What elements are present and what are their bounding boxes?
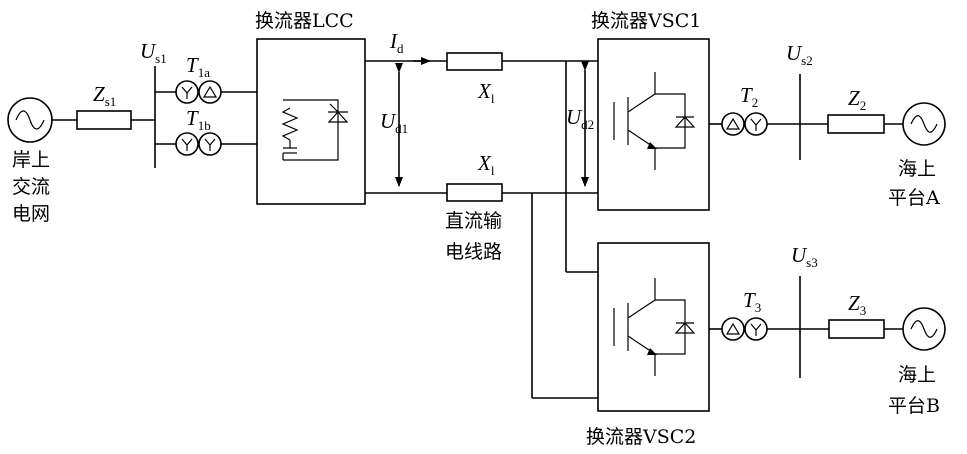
platform-a-label-2: 平台A — [888, 187, 940, 209]
label-us1: Us1 — [140, 39, 167, 66]
igbt-icon-vsc2 — [613, 278, 696, 376]
vsc2-converter — [597, 242, 710, 412]
label-id: Id — [389, 29, 404, 56]
label-us2: Us2 — [786, 41, 813, 68]
dc-line-reactance-top — [446, 52, 503, 71]
transformer-t1a-icon — [175, 80, 222, 104]
shore-grid-label-3: 电网 — [12, 203, 50, 225]
impedance-z3 — [828, 319, 885, 339]
shore-ac-source-icon — [7, 97, 53, 143]
transformer-t2-icon — [721, 112, 768, 136]
label-z2: Z2 — [848, 86, 866, 113]
platform-b-label-1: 海上 — [898, 364, 936, 386]
thyristor-valve-icon — [281, 99, 349, 161]
dc-line-reactance-bottom — [446, 183, 503, 202]
label-x-top: Xl — [477, 79, 495, 106]
label-t3: T3 — [743, 288, 761, 315]
shore-grid-label-2: 交流 — [12, 176, 50, 198]
transformer-t3-icon — [721, 317, 768, 341]
label-t2: T2 — [740, 83, 758, 110]
label-us3: Us3 — [791, 243, 818, 270]
label-t1a: T1a — [186, 53, 210, 80]
platform-a-source-icon — [902, 102, 946, 146]
dc-line-label-2: 电线路 — [445, 241, 502, 263]
lcc-converter — [256, 38, 366, 205]
label-x-bottom: Xl — [477, 151, 495, 178]
label-zs1: Zs1 — [93, 82, 116, 109]
impedance-zs1 — [76, 110, 132, 130]
label-ud1: Ud1 — [380, 109, 408, 136]
vsc1-title: 换流器VSC1 — [591, 10, 701, 32]
shore-grid-label-1: 岸上 — [12, 149, 50, 171]
vsc2-title: 换流器VSC2 — [586, 426, 696, 448]
igbt-icon-vsc1 — [613, 72, 696, 170]
lcc-title: 换流器LCC — [255, 10, 354, 32]
platform-b-source-icon — [902, 307, 946, 351]
label-ud2: Ud2 — [566, 105, 594, 132]
platform-a-label-1: 海上 — [898, 158, 936, 180]
vsc1-converter — [597, 38, 710, 211]
label-t1b: T1b — [186, 106, 211, 133]
label-z3: Z3 — [848, 291, 866, 318]
impedance-z2 — [827, 114, 885, 134]
platform-b-label-2: 平台B — [888, 395, 940, 417]
dc-line-label-1: 直流输 — [445, 210, 502, 232]
transformer-t1b-icon — [175, 132, 222, 156]
